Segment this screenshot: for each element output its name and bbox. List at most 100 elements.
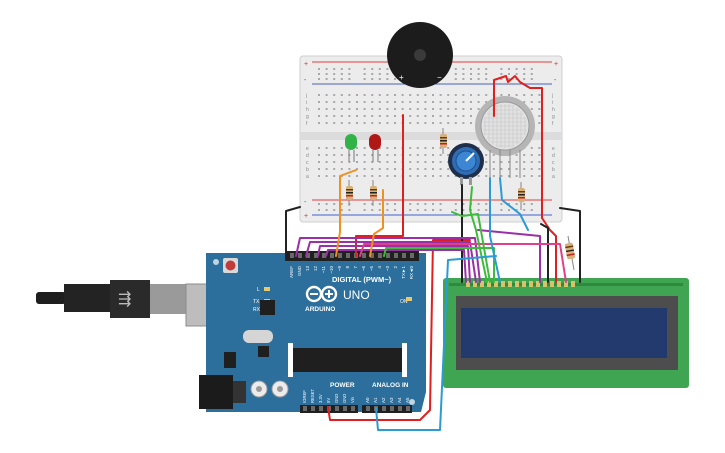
wire-blue-sensor [489,177,501,283]
analog-pin[interactable] [398,406,402,411]
led-red[interactable] [369,134,381,162]
power-pin[interactable] [351,406,355,411]
resistor-lcd[interactable] [564,235,576,271]
led-tx-label: TX [253,299,260,305]
lcd-pin[interactable] [494,281,498,287]
digital-pin-label: 7 [353,266,358,269]
digital-pin-label: 13 [305,266,310,272]
lcd-pin[interactable] [522,281,526,287]
digital-pin[interactable] [314,253,318,258]
analog-pin[interactable] [390,406,394,411]
breadboard-row-letter: c [552,160,555,166]
digital-pin[interactable] [306,253,310,258]
power-pin-label: IOREF [302,390,307,403]
lcd-pin[interactable] [529,281,533,287]
resistor-gas[interactable] [518,182,525,210]
lcd-pin-header [466,281,575,287]
digital-pin[interactable] [346,253,350,258]
rail-plus-label: + [304,61,308,68]
power-pin-label: 5V [326,398,331,403]
analog-pin[interactable] [366,406,370,411]
resistor-red-led[interactable] [370,180,377,206]
digital-pin[interactable] [330,253,334,258]
lcd-pin[interactable] [564,281,568,287]
wire-purple-d [325,249,467,283]
resistor-sensor[interactable] [440,128,447,154]
power-pin[interactable] [335,406,339,411]
digital-pin-label: 2 [393,266,398,269]
digital-pin[interactable] [338,253,342,258]
breadboard-row-letter: g [306,114,309,120]
lcd-pin[interactable] [536,281,540,287]
power-pin-label: 3.3V [318,394,323,403]
digital-pin[interactable] [322,253,326,258]
wire-red-5v [327,239,471,421]
rail-minus-label: - [304,77,307,84]
digital-pin[interactable] [378,253,382,258]
digital-pin[interactable] [290,253,294,258]
power-pin[interactable] [311,406,315,411]
crystal [243,330,273,343]
lcd-screen [461,308,667,358]
wire-blue-analog [375,255,497,431]
piezo-buzzer[interactable]: + − [387,22,453,88]
analog-pin-label: A3 [389,397,394,403]
analog-pin-label: A5 [405,397,410,403]
digital-pin-label: 4 [377,266,382,269]
digital-pin-label: ~5 [369,266,374,272]
potentiometer[interactable] [448,143,484,185]
lcd-pin[interactable] [543,281,547,287]
breadboard-row-letter: e [552,146,555,152]
power-label: POWER [330,382,355,389]
digital-pin[interactable] [298,253,302,258]
resistor-green-led[interactable] [346,180,353,206]
digital-pin[interactable] [410,253,414,258]
wire-purple-b [305,241,477,283]
lcd-pin[interactable] [508,281,512,287]
power-pin[interactable] [303,406,307,411]
wire-purple-c [317,245,471,283]
rail-minus-label-right: - [554,77,557,84]
atmega-chip [293,348,402,372]
rail-plus-label-right: + [554,61,558,68]
wire-black-gnd-top [285,206,301,261]
usb-cable: ⇶ [36,280,150,318]
digital-pin-label: ~11 [321,266,326,274]
digital-pin[interactable] [402,253,406,258]
lcd-pin[interactable] [466,281,470,287]
breadboard-row-letter: f [552,121,554,127]
analog-pin[interactable] [382,406,386,411]
digital-pin-label: AREF [289,266,294,278]
analog-pin[interactable] [406,406,410,411]
lcd-pin[interactable] [571,281,575,287]
breadboard-row-letter: e [306,146,309,152]
digital-pin[interactable] [370,253,374,258]
on-label: ON [400,299,408,305]
wire-pink [359,243,567,283]
breadboard-row-letter: a [306,174,309,180]
power-pin[interactable] [319,406,323,411]
arduino-logo-icon [305,285,338,303]
lcd-pin[interactable] [515,281,519,287]
lcd-pin[interactable] [501,281,505,287]
power-pin[interactable] [343,406,347,411]
power-pin-label: RESET [310,389,315,403]
led-green[interactable] [345,134,357,162]
lcd-pin[interactable] [480,281,484,287]
lcd-display[interactable] [443,278,689,388]
lcd-pin[interactable] [557,281,561,287]
digital-pin[interactable] [386,253,390,258]
digital-pin[interactable] [394,253,398,258]
wire-orange-green [335,169,357,257]
gas-sensor[interactable] [475,96,535,178]
wire-purple-e [477,229,541,283]
digital-pin[interactable] [362,253,366,258]
lcd-pin[interactable] [550,281,554,287]
digital-pin-label: 8 [345,266,350,269]
lcd-pin[interactable] [473,281,477,287]
lcd-pin[interactable] [487,281,491,287]
led-l-label: L [257,287,260,293]
wires [285,75,581,431]
